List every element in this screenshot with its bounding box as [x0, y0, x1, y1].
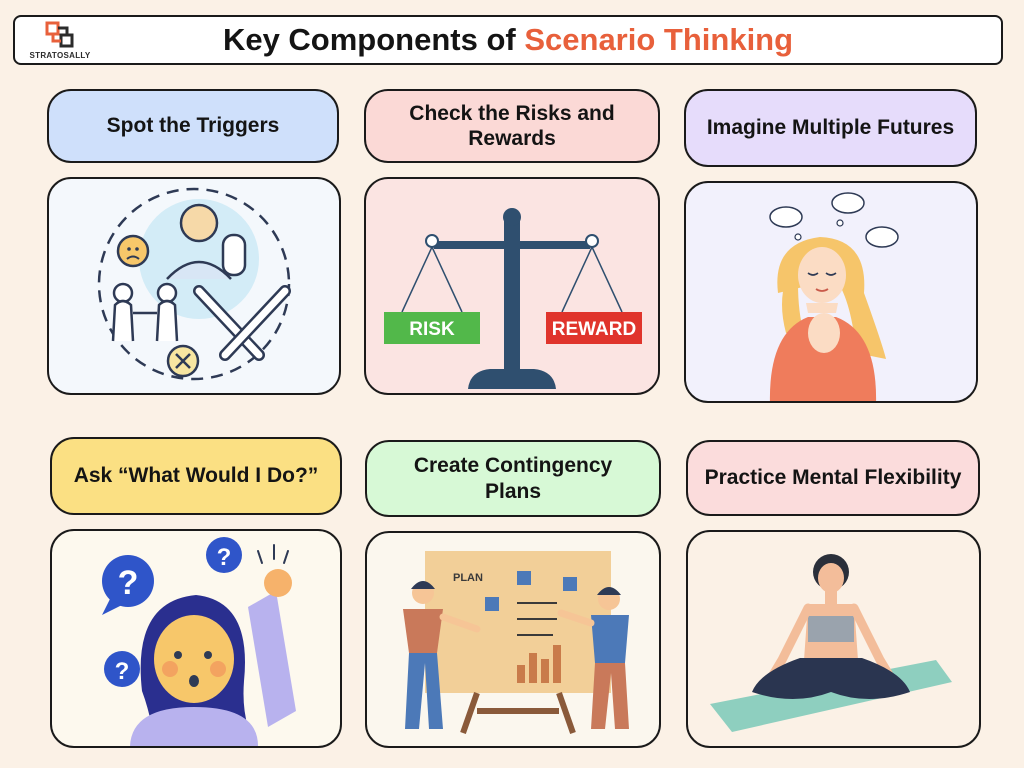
- planning-board-icon: PLAN: [403, 551, 629, 734]
- label-text: Spot the Triggers: [106, 114, 280, 138]
- risk-sign-text: RISK: [409, 319, 455, 340]
- title-text: Key Components of: [222, 22, 525, 57]
- title-banner: STRATOSALLY Key Components of Scenario T…: [13, 15, 1003, 65]
- card-create-contingency-plans: PLAN: [365, 531, 661, 748]
- triggers-illustration-icon: [97, 187, 291, 381]
- card-practice-mental-flexibility: [686, 530, 981, 748]
- stratosally-logo: STRATOSALLY: [27, 21, 93, 63]
- balance-scale-icon: RISK REWARD: [384, 208, 642, 389]
- plan-board-text: PLAN: [453, 572, 483, 584]
- label-practice-mental-flexibility: Practice Mental Flexibility: [686, 440, 980, 516]
- label-text: Ask “What Would I Do?”: [73, 464, 319, 488]
- label-imagine-multiple-futures: Imagine Multiple Futures: [684, 89, 977, 167]
- label-text: Create Contingency Plans: [413, 454, 613, 503]
- card-spot-the-triggers: [47, 177, 341, 395]
- page-title: Key Components of Scenario Thinking: [15, 17, 1001, 63]
- label-text: Practice Mental Flexibility: [704, 466, 962, 490]
- logo-mark-icon: [45, 21, 74, 48]
- label-text: Check the Risks and Rewards: [409, 101, 615, 150]
- label-spot-the-triggers: Spot the Triggers: [47, 89, 339, 163]
- label-ask-what-would-i-do: Ask “What Would I Do?”: [50, 437, 342, 515]
- label-check-risks-rewards: Check the Risks and Rewards: [364, 89, 660, 163]
- label-create-contingency-plans: Create Contingency Plans: [365, 440, 661, 517]
- card-imagine-multiple-futures: [684, 181, 978, 403]
- card-check-risks-rewards: RISK REWARD: [364, 177, 660, 395]
- dreaming-woman-icon: [769, 192, 899, 401]
- card-ask-what-would-i-do: ? ? ?: [50, 529, 342, 748]
- meditating-woman-icon: [710, 554, 952, 732]
- title-accent-text: Scenario Thinking: [524, 22, 794, 57]
- svg-text:?: ?: [115, 658, 130, 685]
- logo-text: STRATOSALLY: [29, 51, 91, 60]
- questioning-girl-icon: ? ? ?: [102, 537, 296, 746]
- label-text: Imagine Multiple Futures: [706, 116, 955, 140]
- reward-sign-text: REWARD: [552, 319, 636, 340]
- svg-text:?: ?: [217, 544, 232, 571]
- svg-text:?: ?: [118, 564, 139, 602]
